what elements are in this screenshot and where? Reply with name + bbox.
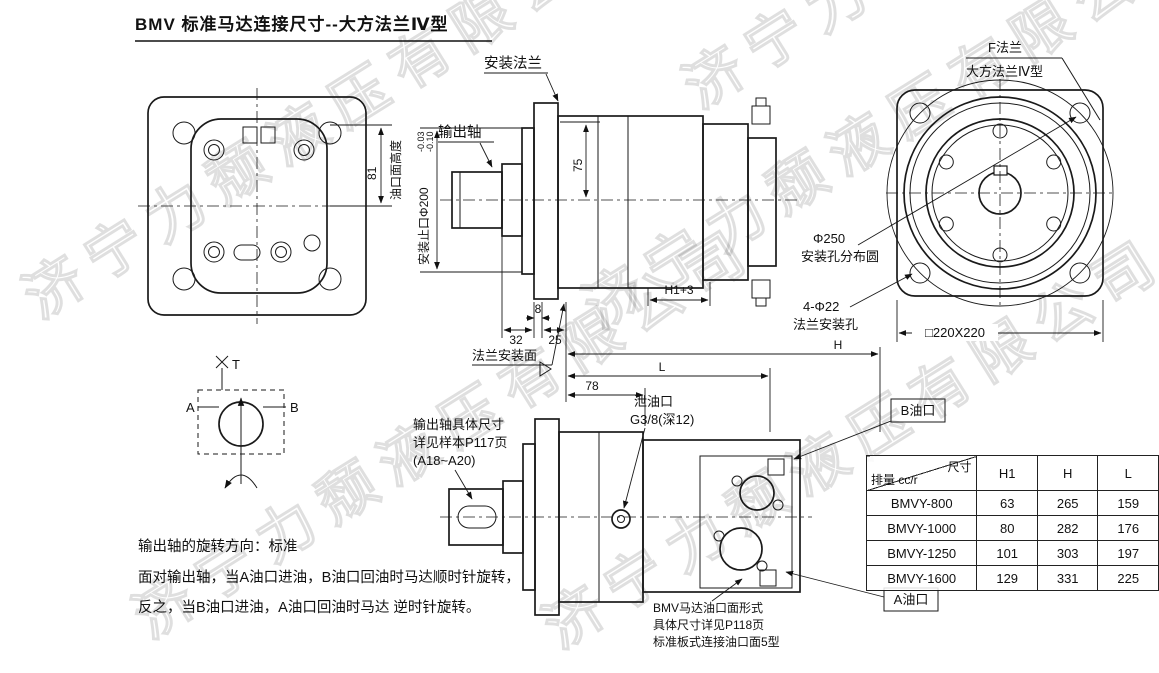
mount-flange	[533, 102, 559, 300]
label-flange-mount-face: 法兰安装面	[472, 348, 537, 363]
keyway-notch	[993, 165, 1008, 176]
rotation-arrow	[224, 474, 258, 489]
dim-h1-plus-3: H1+3	[664, 283, 693, 297]
corner-hole	[318, 267, 342, 291]
rotation-note-line3: 反之，当B油口进油，A油口回油时马达 逆时针旋转。	[138, 599, 480, 616]
dim-square-size: □220X220	[925, 325, 985, 340]
rotation-notes: 输出轴的旋转方向：标准 面对输出轴，当A油口进油，B油口回油时马达顺时针旋转， …	[138, 538, 520, 616]
dim-78: 78	[585, 379, 599, 393]
table-row: BMVY-1250 101 303 197	[865, 540, 1159, 566]
port-note-line1: BMV马达油口面形式	[653, 601, 763, 615]
dim-H: H	[834, 338, 843, 352]
label-port-face-height: 油口面高度	[388, 140, 403, 200]
label-drain-port: 泄油口	[634, 394, 673, 409]
schematic-port-b: B	[290, 400, 299, 415]
label-corner-holes2: 法兰安装孔	[793, 317, 858, 332]
l-cell: 197	[1097, 540, 1159, 566]
h-cell: 265	[1036, 490, 1099, 516]
corner-hole	[318, 121, 342, 145]
flange-view: F法兰 大方法兰Ⅳ型 Φ250 安装孔分布圆 4-Φ22 法兰安装孔	[793, 40, 1114, 342]
model-cell: BMVY-1250	[865, 540, 978, 566]
port-face-plate	[699, 455, 793, 589]
label-output-shaft: 输出轴	[438, 124, 482, 141]
title-block: BMV 标准马达连接尺寸--大方法兰Ⅳ型	[135, 14, 492, 42]
table-col-h: H	[1036, 455, 1099, 491]
port-note-line2: 具体尺寸详见P118页	[653, 617, 764, 632]
model-cell: BMVY-1600	[865, 565, 978, 591]
label-mount-spigot: 安装止口Φ200	[416, 187, 431, 265]
flange-corner-hole	[909, 262, 931, 284]
table-row: BMVY-1000 80 282 176	[865, 515, 1159, 541]
hydraulic-schematic: T A B	[186, 355, 299, 489]
spigot-tol-lower: -0.10	[425, 131, 435, 152]
page-title: BMV 标准马达连接尺寸--大方法兰Ⅳ型	[135, 14, 449, 34]
table-row: BMVY-1600 129 331 225	[865, 565, 1159, 591]
port-b-circle	[739, 475, 775, 511]
table-row: BMVY-800 63 265 159	[865, 490, 1159, 516]
h-cell: 303	[1036, 540, 1099, 566]
label-f-flange: F法兰	[988, 40, 1022, 55]
side-view-bottom: 输出轴具体尺寸 详见样本P117页 (A18~A20) 泄油口 G3/8(深12…	[413, 394, 946, 649]
model-cell: BMVY-800	[865, 490, 978, 516]
rotation-note-line1: 输出轴的旋转方向：标准	[138, 538, 298, 555]
label-bolt-circle: Φ250	[813, 231, 845, 246]
h1-cell: 80	[976, 515, 1038, 541]
h-cell: 282	[1036, 515, 1099, 541]
h1-cell: 101	[976, 540, 1038, 566]
flange-corner-hole	[909, 102, 931, 124]
dim-32: 32	[509, 333, 523, 347]
flange-corner-hole	[1069, 102, 1091, 124]
shaft-note-line3: (A18~A20)	[413, 453, 476, 468]
l-cell: 176	[1097, 515, 1159, 541]
shaft-note-line2: 详见样本P117页	[413, 435, 507, 450]
dim-8: 8	[535, 302, 542, 316]
table-header-diagonal-cell: 尺寸 排量 cc/r	[865, 455, 978, 491]
dim-25: 25	[548, 333, 562, 347]
dim-81: 81	[365, 166, 379, 180]
flange-corner-hole	[1069, 262, 1091, 284]
shaft-note-line1: 输出轴具体尺寸	[413, 417, 504, 432]
table-col-l: L	[1097, 455, 1159, 491]
watermark-text: 济宁力颓液压有限公司	[12, 0, 657, 331]
dimension-table: 尺寸 排量 cc/r H1 H L BMVY-800 63 265 159 BM…	[865, 455, 1159, 591]
model-cell: BMVY-1000	[865, 515, 978, 541]
port-note-line3: 标准板式连接油口面5型	[653, 634, 780, 649]
label-port-a: A油口	[894, 592, 929, 607]
label-f-flange-type: 大方法兰Ⅳ型	[966, 64, 1043, 79]
side-view-top: 安装法兰 输出轴 安装止口Φ200 -0.03 -0.10 7	[416, 55, 881, 432]
datum-triangle	[539, 361, 552, 377]
table-header-dimension: 尺寸	[947, 460, 972, 474]
label-drain-spec: G3/8(深12)	[630, 412, 694, 427]
l-cell: 159	[1097, 490, 1159, 516]
motor-housing-bottom	[642, 439, 801, 593]
label-install-flange: 安装法兰	[484, 55, 542, 72]
label-port-b: B油口	[901, 403, 936, 418]
spigot-tol-upper: -0.03	[416, 131, 426, 152]
table-header-displacement: 排量 cc/r	[871, 473, 918, 487]
label-corner-holes: 4-Φ22	[803, 299, 839, 314]
dim-L: L	[659, 360, 666, 374]
l-cell: 225	[1097, 565, 1159, 591]
port-plug-bottom	[751, 279, 771, 299]
port-b-label-box	[890, 398, 946, 423]
table-header-row: 尺寸 排量 cc/r H1 H L	[865, 455, 1159, 491]
h1-cell: 63	[976, 490, 1038, 516]
mount-spigot	[521, 127, 535, 275]
rotation-note-line2: 面对输出轴，当A油口进油，B油口回油时马达顺时针旋转，	[138, 569, 520, 586]
schematic-port-t: T	[232, 357, 240, 372]
h1-cell: 129	[976, 565, 1038, 591]
port-a-circle	[719, 527, 763, 571]
table-col-h1: H1	[976, 455, 1038, 491]
label-bolt-circle2: 安装孔分布圆	[801, 249, 879, 264]
drain-port-circle	[611, 509, 631, 529]
h-cell: 331	[1036, 565, 1099, 591]
schematic-port-a: A	[186, 400, 195, 415]
dim-75: 75	[571, 158, 585, 172]
front-view: 81 油口面高度	[138, 88, 403, 324]
port-plug-top	[751, 105, 771, 125]
